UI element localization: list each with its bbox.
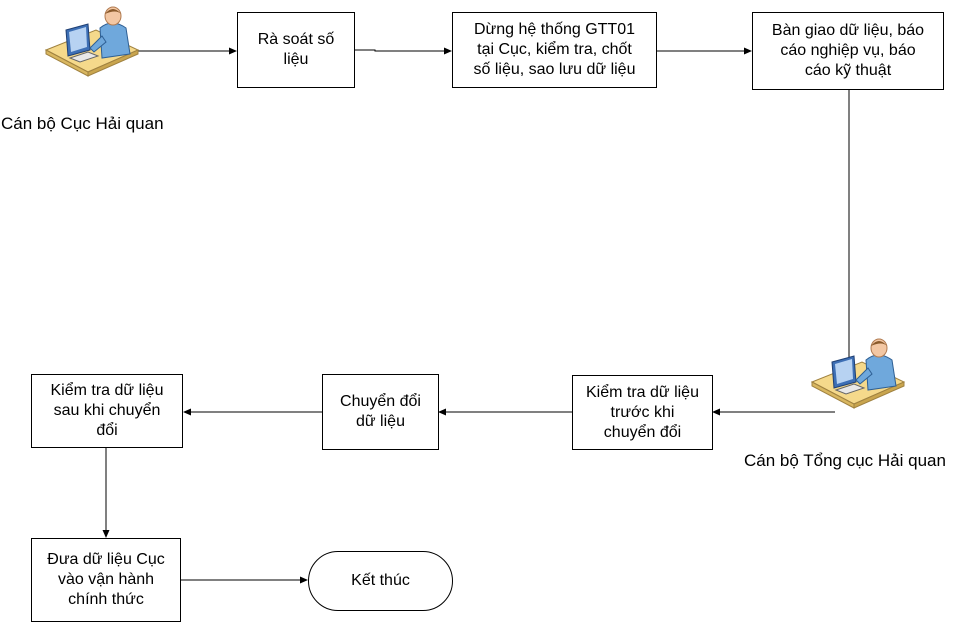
step-label: Bàn giao dữ liệu, báo cáo nghiệp vụ, báo…	[771, 22, 925, 79]
step-label: Đưa dữ liệu Cục vào vận hành chính thức	[47, 551, 165, 608]
actor-label-cuc: Cán bộ Cục Hải quan	[1, 114, 164, 133]
step-label: Chuyển đổi dữ liệu	[340, 393, 421, 430]
user-at-computer-icon	[810, 338, 906, 409]
step-label: Kiểm tra dữ liệu trước khi chuyển đổi	[586, 383, 699, 441]
terminal-ket-thuc: Kết thúc	[308, 551, 453, 611]
arrow-ra-soat-to-dung-he-thong	[355, 47, 452, 55]
step-label: Dừng hệ thống GTT01 tại Cục, kiểm tra, c…	[473, 21, 636, 78]
step-dung-he-thong: Dừng hệ thống GTT01 tại Cục, kiểm tra, c…	[452, 12, 657, 88]
step-ban-giao-du-lieu: Bàn giao dữ liệu, báo cáo nghiệp vụ, báo…	[752, 12, 944, 90]
step-kiem-tra-truoc: Kiểm tra dữ liệu trước khi chuyển đổi	[572, 375, 713, 450]
terminal-label: Kết thúc	[351, 572, 410, 589]
step-dua-vao-van-hanh: Đưa dữ liệu Cục vào vận hành chính thức	[31, 538, 181, 622]
step-chuyen-doi: Chuyển đổi dữ liệu	[322, 374, 439, 450]
user-at-computer-icon	[44, 6, 140, 77]
step-label: Kiểm tra dữ liệu sau khi chuyển đổi	[50, 382, 164, 439]
actor-label-tong-cuc: Cán bộ Tổng cục Hải quan	[744, 451, 946, 470]
step-label: Rà soát số liệu	[257, 31, 335, 68]
step-ra-soat-so-lieu: Rà soát số liệu	[237, 12, 355, 88]
step-kiem-tra-sau: Kiểm tra dữ liệu sau khi chuyển đổi	[31, 374, 183, 448]
